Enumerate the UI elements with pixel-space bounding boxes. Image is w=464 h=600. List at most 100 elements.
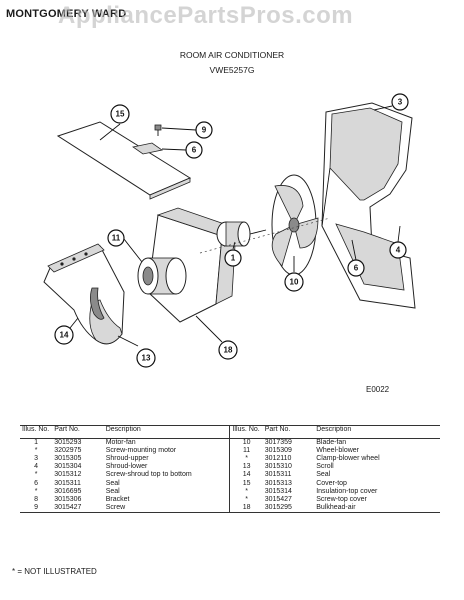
header-description: Description [105, 426, 141, 433]
callout-15: 15 [110, 104, 130, 124]
motor-fan-illustration [216, 221, 267, 247]
svg-text:14: 14 [60, 331, 69, 340]
svg-text:11: 11 [112, 234, 121, 243]
table-header-row: Illus. No. Part No. Description Illus. N… [20, 425, 440, 438]
bulkhead-illustration [147, 207, 237, 323]
header-illus-no: Illus. No. [229, 425, 263, 438]
watermark: AppliancePartsPros.com [58, 2, 354, 29]
table-cell-part: 3015305 [54, 454, 82, 462]
header-illus-no: Illus. No. [22, 426, 50, 433]
table-cell-illus: * [34, 487, 38, 495]
table-cell-desc: Screw [105, 504, 126, 512]
table-cell-desc: Cover-top [316, 479, 347, 487]
table-cell-part: 3015427 [264, 495, 292, 503]
callout-4: 4 [389, 241, 407, 259]
table-cell-part: 3015306 [54, 495, 82, 503]
header-part-no: Part No. [54, 426, 80, 433]
table-cell-desc: Bulkhead-air [316, 504, 356, 512]
table-cell-illus: 10 [229, 438, 263, 447]
callout-3: 3 [391, 93, 409, 111]
page-title: ROOM AIR CONDITIONER [179, 50, 285, 60]
brand-name: MONTGOMERY WARD [6, 8, 127, 20]
fan-blade-illustration [271, 174, 319, 276]
parts-list-table: Illus. No. Part No. Description Illus. N… [20, 425, 440, 514]
table-cell-part: 3015304 [54, 463, 82, 471]
shroud-illustration [321, 102, 416, 309]
table-cell-illus: 11 [229, 446, 263, 455]
table-cell-illus: 6 [34, 479, 39, 487]
svg-text:13: 13 [142, 354, 151, 363]
table-cell-illus: 14 [229, 471, 263, 480]
table-cell-desc: Screw-mounting motor [105, 446, 177, 454]
table-cell-illus: 9 [34, 504, 39, 512]
table-cell-desc: Seal [105, 487, 120, 495]
table-cell-desc: Clamp-blower wheel [316, 454, 380, 462]
table-cell-desc: Seal [105, 479, 120, 487]
table-cell-illus: 15 [229, 479, 263, 488]
svg-text:10: 10 [290, 278, 299, 287]
table-cell-part: 3015309 [264, 446, 292, 454]
table-cell-part: 3015293 [54, 438, 82, 446]
table-cell-desc: Blade-fan [316, 438, 347, 446]
callout-13: 13 [136, 348, 156, 368]
table-cell-part: 3012110 [264, 454, 292, 462]
table-cell-part: 3015311 [54, 479, 81, 487]
table-cell-illus: * [34, 471, 38, 479]
table-cell-part: 3016695 [54, 487, 82, 495]
table-cell-part: 3015295 [264, 504, 292, 512]
table-cell-part: 3015313 [264, 479, 292, 487]
table-row: 8 3015306 Bracket *3015427 Screw-top cover [20, 495, 440, 505]
callout-18: 18 [218, 340, 238, 360]
table-cell-desc: Shroud-lower [105, 463, 148, 471]
table-cell-part: 3015310 [264, 463, 292, 471]
table-cell-illus: 1 [34, 438, 39, 446]
footnote: * = NOT ILLUSTRATED [12, 567, 97, 576]
table-cell-part: 3015314 [264, 487, 292, 495]
table-cell-illus: 4 [34, 463, 39, 471]
bracket-illustration [132, 142, 163, 155]
callout-9: 9 [195, 121, 213, 139]
svg-text:4: 4 [396, 246, 401, 255]
exploded-parts-diagram: 15 9 6 3 11 1 10 6 4 14 13 18 [43, 93, 416, 368]
table-cell-desc: Motor-fan [105, 438, 136, 446]
svg-text:6: 6 [192, 146, 197, 155]
callout-6-upper: 6 [185, 141, 203, 159]
table-cell-illus: 3 [34, 454, 39, 462]
blower-wheel-illustration [137, 257, 187, 295]
cover-top-illustration [56, 121, 192, 200]
table-cell-desc: Shroud-upper [105, 454, 149, 462]
scroll-illustration [43, 245, 125, 345]
table-cell-part: 3202975 [54, 446, 82, 454]
table-cell-part: 3015311 [264, 471, 292, 479]
svg-text:9: 9 [202, 126, 207, 135]
table-cell-illus: * [229, 495, 263, 505]
callout-6-lower: 6 [347, 259, 365, 277]
table-cell-desc: Seal [316, 471, 331, 479]
callout-10: 10 [284, 272, 304, 292]
table-cell-desc: Screw-shroud top to bottom [105, 471, 192, 479]
svg-text:3: 3 [398, 98, 403, 107]
table-cell-illus: * [229, 454, 263, 464]
header-part-no: Part No. [264, 426, 291, 433]
table-cell-desc: Wheel-blower [316, 446, 360, 454]
table-cell-illus: * [34, 446, 38, 454]
table-cell-desc: Bracket [105, 495, 130, 503]
svg-text:6: 6 [354, 264, 359, 273]
callout-11: 11 [107, 229, 125, 247]
svg-text:1: 1 [231, 254, 236, 263]
table-cell-illus: 8 [34, 495, 39, 503]
table-cell-part: 3015312 [54, 471, 82, 479]
table-cell-desc: Screw-top cover [316, 495, 367, 503]
svg-text:15: 15 [116, 110, 125, 119]
svg-text:18: 18 [224, 346, 233, 355]
table-cell-desc: Scroll [316, 463, 334, 471]
diagram-code: E0022 [366, 385, 390, 394]
screw-illustration [154, 124, 162, 136]
